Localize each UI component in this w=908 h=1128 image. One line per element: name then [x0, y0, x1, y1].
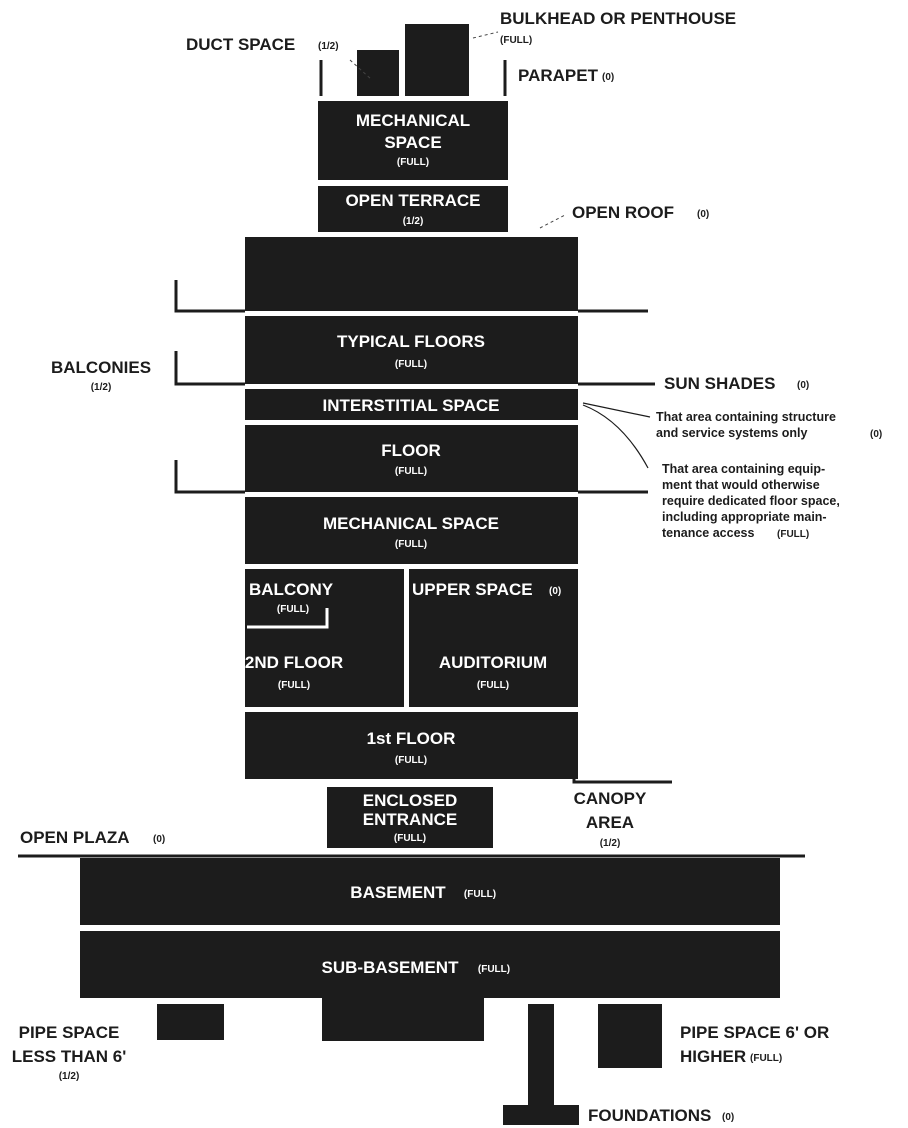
foundation-footing — [503, 1105, 579, 1125]
balcony-railing — [247, 608, 329, 629]
pipe-space-more-label-2: HIGHER — [680, 1047, 746, 1066]
enclosed-entrance-block — [327, 787, 493, 848]
first-floor-label: 1st FLOOR — [367, 729, 456, 748]
pipe-space-more-value: (FULL) — [750, 1053, 782, 1064]
enclosed-entrance-value: (FULL) — [394, 833, 426, 844]
bulkhead-block — [405, 24, 469, 96]
canopy-value: (1/2) — [600, 838, 621, 849]
enclosed-entrance-label-2: ENTRANCE — [363, 810, 457, 829]
interstitial-space-block — [245, 389, 578, 420]
bulkhead-label: BULKHEAD OR PENTHOUSE — [500, 9, 736, 28]
enclosed-entrance-label-1: ENCLOSED — [363, 791, 457, 810]
first-floor-value: (FULL) — [395, 755, 427, 766]
typical-floors-block — [245, 316, 578, 384]
auditorium-label: AUDITORIUM — [439, 653, 547, 672]
balcony-label: BALCONY — [249, 580, 334, 599]
floor-block — [245, 425, 578, 492]
floor-label: FLOOR — [381, 441, 441, 460]
foundations-value: (0) — [722, 1112, 734, 1123]
second-floor-value: (FULL) — [278, 680, 310, 691]
second-floor-label: 2ND FLOOR — [245, 653, 343, 672]
second-floor-block — [245, 569, 404, 707]
sub-basement-block — [80, 931, 780, 998]
sub-basement-extension — [322, 996, 484, 1041]
balcony-value: (FULL) — [277, 604, 309, 615]
note2-line-2: ment that would otherwise — [662, 478, 820, 492]
foundation-pier — [528, 1004, 554, 1105]
typical-floors-label: TYPICAL FLOORS — [337, 332, 485, 351]
mechanical-space-mid-label: MECHANICAL SPACE — [323, 514, 499, 533]
note1-line-1: That area containing structure — [656, 410, 836, 424]
note1-line-2: and service systems only — [656, 426, 808, 440]
typical-floors-value: (FULL) — [395, 359, 427, 370]
foundations-label: FOUNDATIONS — [588, 1106, 711, 1125]
parapet-value: (0) — [602, 72, 614, 83]
canopy-label-2: AREA — [586, 813, 634, 832]
pipe-space-less-label-2: LESS THAN 6' — [12, 1047, 127, 1066]
open-terrace-block — [318, 186, 508, 232]
floor-value: (FULL) — [395, 466, 427, 477]
balcony-ledge-top — [174, 280, 245, 313]
open-terrace-value: (1/2) — [403, 216, 424, 227]
note2-leader — [582, 404, 649, 469]
pipe-space-more-block — [598, 1004, 662, 1068]
bulkhead-value: (FULL) — [500, 35, 532, 46]
open-plaza-value: (0) — [153, 834, 165, 845]
note2-line-5: tenance access — [662, 526, 754, 540]
open-roof-label: OPEN ROOF — [572, 203, 674, 222]
mechanical-space-mid-value: (FULL) — [395, 539, 427, 550]
open-plaza-label: OPEN PLAZA — [20, 828, 130, 847]
note1-leader — [582, 402, 651, 418]
note2-line-3: require dedicated floor space, — [662, 494, 840, 508]
interstitial-space-label: INTERSTITIAL SPACE — [323, 396, 500, 415]
canopy-label-1: CANOPY — [574, 789, 647, 808]
duct-space-block — [357, 50, 399, 96]
upper-space-value: (0) — [549, 586, 561, 597]
sub-basement-label: SUB-BASEMENT — [322, 958, 460, 977]
duct-space-value: (1/2) — [318, 41, 339, 52]
pipe-space-less-block — [157, 1004, 224, 1040]
upper-floor-block — [245, 237, 578, 311]
pipe-space-less-value: (1/2) — [59, 1071, 80, 1082]
sub-basement-value: (FULL) — [478, 964, 510, 975]
note2-line-1: That area containing equip- — [662, 462, 825, 476]
mechanical-space-top-value: (FULL) — [397, 157, 429, 168]
upper-space-label: UPPER SPACE — [412, 580, 533, 599]
sun-shades-value: (0) — [797, 380, 809, 391]
pipe-space-more-label-1: PIPE SPACE 6' OR — [680, 1023, 829, 1042]
note2-line-4: including appropriate main- — [662, 510, 827, 524]
note2-value: (FULL) — [777, 529, 809, 540]
duct-space-label: DUCT SPACE — [186, 35, 295, 54]
mechanical-space-mid-block — [245, 497, 578, 564]
sun-shades-label: SUN SHADES — [664, 374, 775, 393]
balconies-value: (1/2) — [91, 382, 112, 393]
balcony-ledge-bottom — [174, 460, 245, 494]
parapet-label: PARAPET — [518, 66, 599, 85]
basement-block — [80, 858, 780, 925]
canopy-line — [572, 779, 672, 784]
mechanical-space-top-block — [318, 101, 508, 180]
open-roof-value: (0) — [697, 209, 709, 220]
pipe-space-less-label-1: PIPE SPACE — [19, 1023, 120, 1042]
basement-value: (FULL) — [464, 889, 496, 900]
auditorium-value: (FULL) — [477, 680, 509, 691]
balconies-ledge — [174, 351, 245, 386]
bulkhead-leader — [472, 31, 499, 39]
mechanical-space-top-label-2: SPACE — [384, 133, 441, 152]
basement-label: BASEMENT — [350, 883, 446, 902]
first-floor-block — [245, 712, 578, 779]
mechanical-space-top-label-1: MECHANICAL — [356, 111, 470, 130]
duct-leader — [349, 59, 373, 81]
auditorium-block — [409, 569, 578, 707]
balconies-label: BALCONIES — [51, 358, 151, 377]
open-terrace-label: OPEN TERRACE — [345, 191, 480, 210]
open-roof-leader — [539, 214, 566, 229]
note1-value: (0) — [870, 429, 882, 440]
